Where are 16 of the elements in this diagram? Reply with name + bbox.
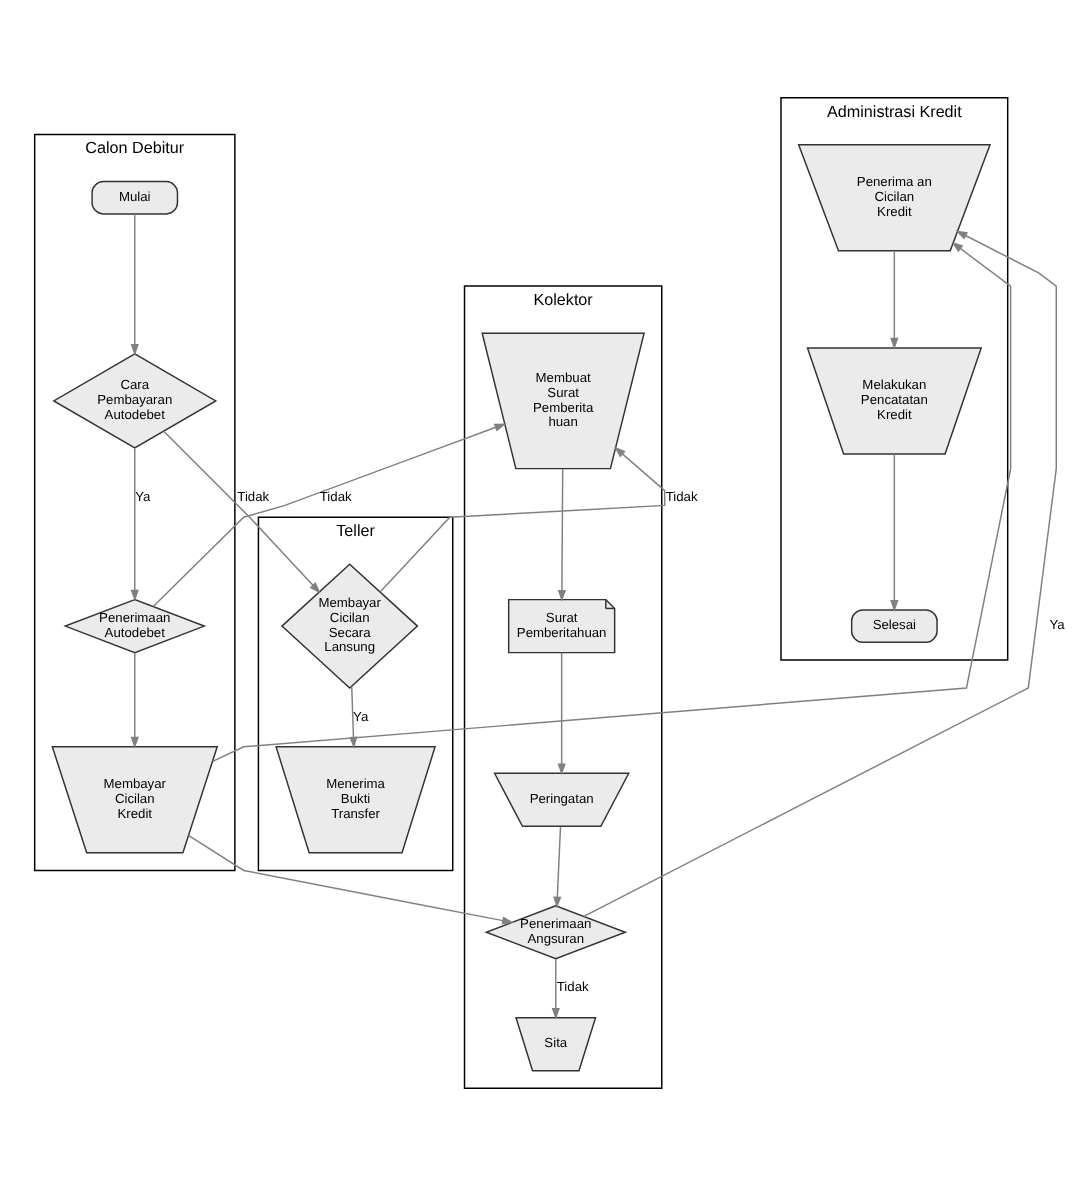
arrow	[557, 467, 567, 601]
arrow	[379, 445, 666, 592]
arrow	[163, 429, 321, 593]
arrow	[890, 452, 899, 611]
arrow	[187, 833, 514, 924]
arrow	[130, 446, 139, 601]
arrow	[212, 240, 1012, 762]
arrow	[583, 229, 1057, 917]
arrow	[130, 651, 139, 748]
arrow	[553, 825, 562, 908]
arrow	[349, 684, 358, 748]
arrow	[152, 422, 507, 607]
arrow	[130, 212, 139, 355]
arrow	[557, 651, 566, 775]
arrow	[551, 957, 560, 1019]
arrow	[890, 249, 899, 349]
